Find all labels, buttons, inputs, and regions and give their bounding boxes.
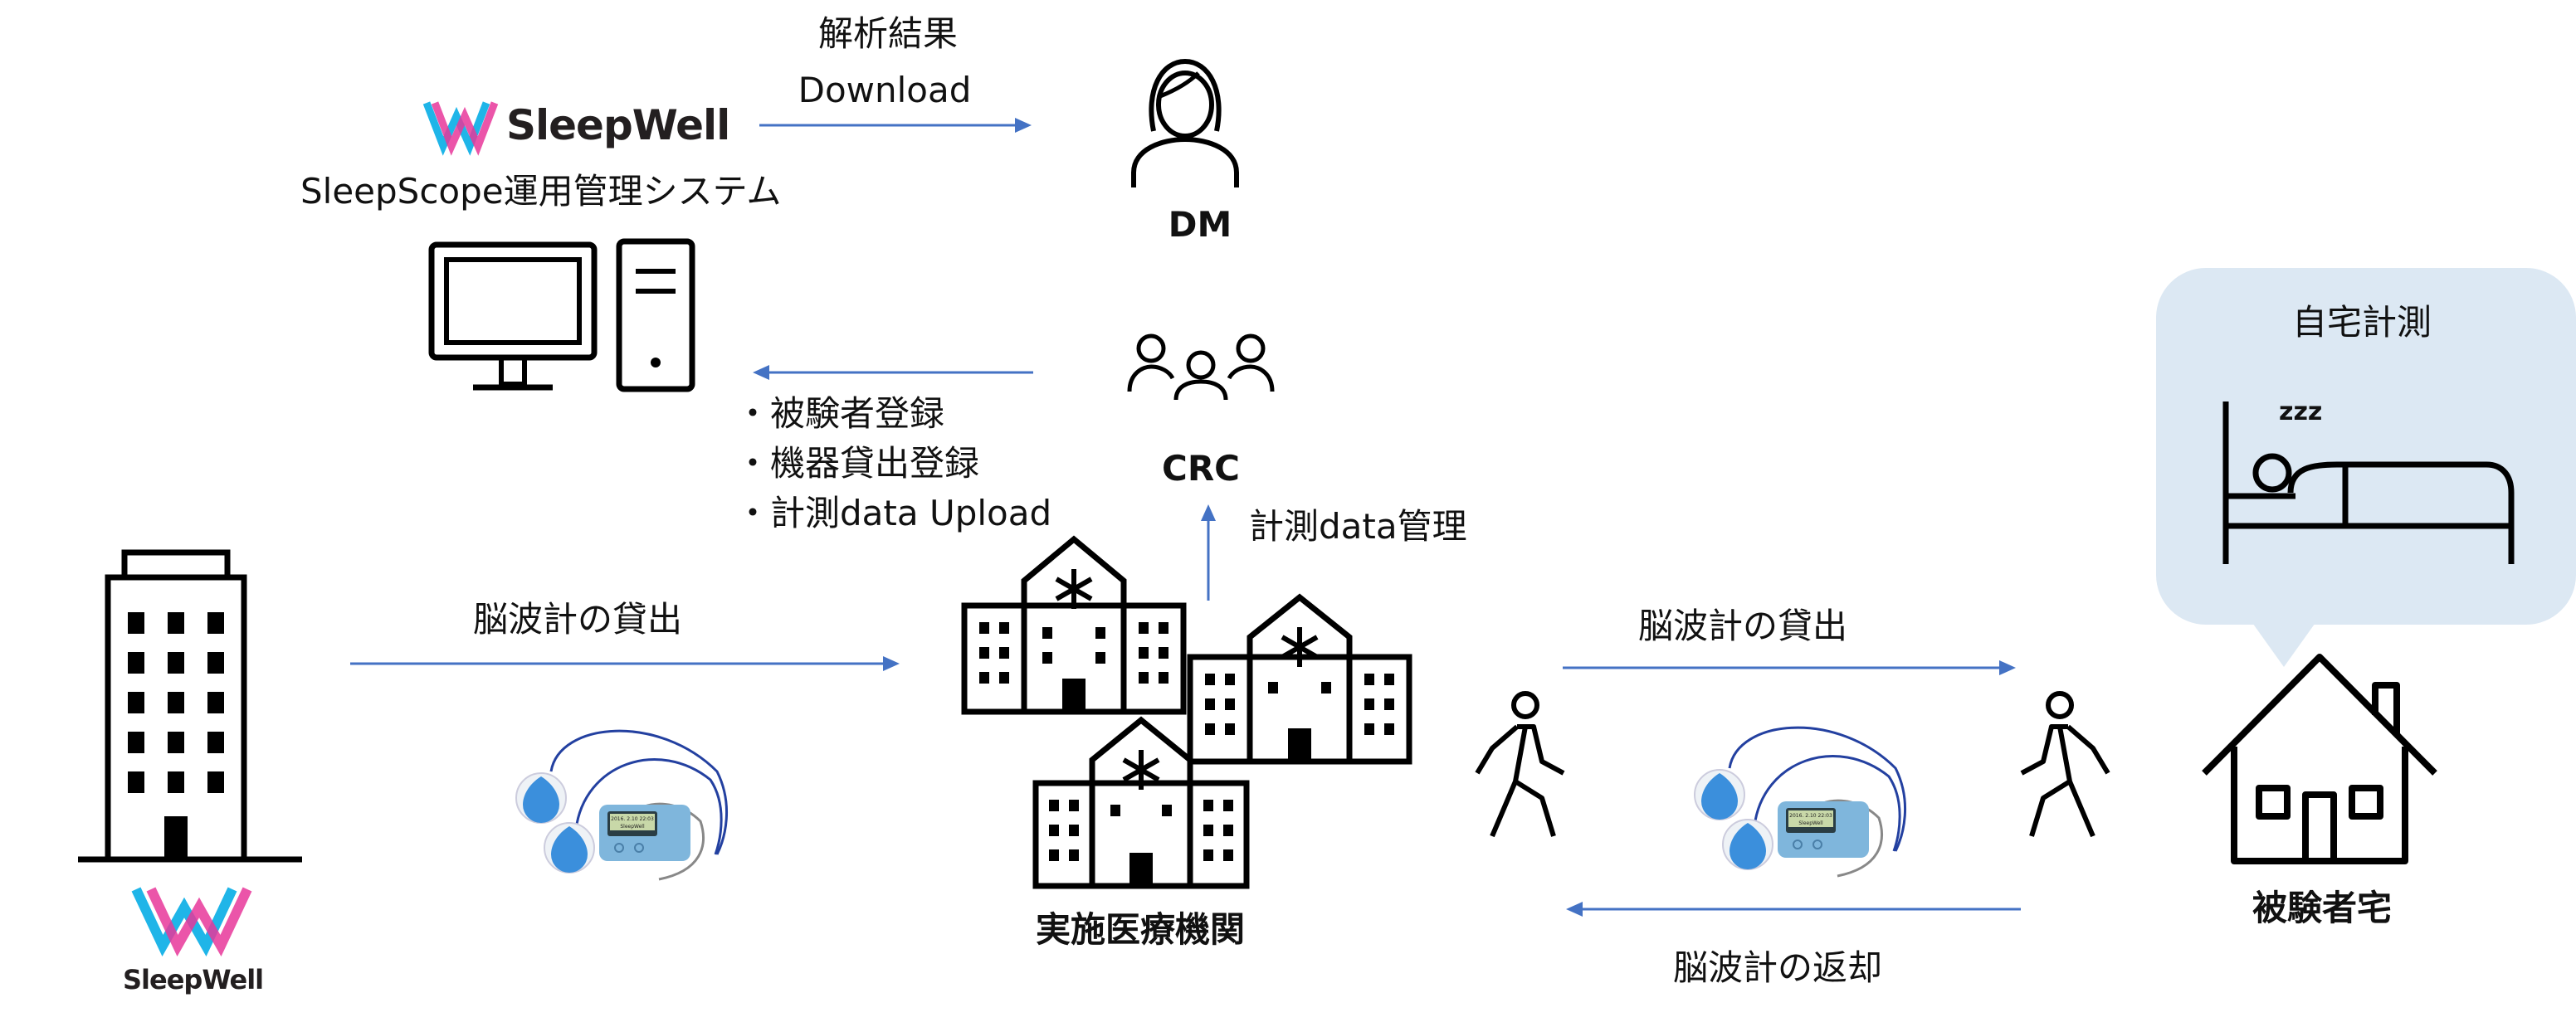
device-screen-line2: SleepWell [620, 824, 645, 830]
dm-person-icon [1131, 58, 1239, 187]
arrow-left-return [1566, 902, 2021, 917]
device-screen-line2: SleepWell [1798, 820, 1823, 826]
sleepwell-logo-top: SleepWell [422, 98, 730, 156]
monitor-icon [428, 241, 598, 391]
home-bubble-title: 自宅計測 [2291, 302, 2432, 343]
arrow-right-to-site [350, 656, 900, 671]
crc-manage-label: 計測data管理 [1249, 506, 1467, 547]
walking-person-icon [2020, 691, 2110, 838]
house-icon [2202, 654, 2437, 864]
crc-group-icon [1127, 333, 1275, 401]
crc-task-1: ・被験者登録 [735, 393, 945, 434]
subject-home-label: 被験者宅 [2252, 888, 2393, 928]
return-label: 脳波計の返却 [1673, 947, 1883, 988]
bed-sleeping-icon [2222, 402, 2515, 564]
lend-to-site-label: 脳波計の貸出 [473, 599, 683, 640]
sleepwell-logo-bottom: SleepWell [116, 884, 274, 997]
hospital-icon [1187, 593, 1412, 765]
arrow-right-to-subject [1563, 660, 2016, 675]
eeg-device-image: 2016. 2.10 22:03 SleepWell [515, 729, 728, 881]
eeg-device-image: 2016. 2.10 22:03 SleepWell [1694, 726, 1906, 878]
device-screen-line1: 2016. 2.10 22:03 [1789, 813, 1832, 819]
crc-task-3: ・計測data Upload [735, 493, 1052, 533]
device-screen-line1: 2016. 2.10 22:03 [611, 816, 654, 822]
sleepwell-logo-text: SleepWell [506, 101, 730, 149]
hospital-icon [1032, 716, 1250, 889]
dm-label: DM [1168, 204, 1232, 245]
sleepwell-logo-mark [131, 887, 252, 957]
bubble-tail [2251, 620, 2317, 667]
system-title: SleepScope運用管理システム [300, 171, 782, 212]
site-label: 実施医療機関 [1035, 909, 1246, 950]
sleepwell-logo-mark [422, 101, 499, 156]
lend-to-subject-label: 脳波計の貸出 [1638, 606, 1848, 646]
arrow-right-download [759, 118, 1032, 133]
walking-person-icon [1475, 691, 1565, 838]
crc-task-2: ・機器貸出登録 [735, 443, 980, 484]
zzz-label: zzz [2279, 397, 2323, 426]
crc-label: CRC [1162, 448, 1240, 489]
pc-tower-icon [616, 238, 695, 392]
office-building-icon [78, 549, 302, 863]
sleepwell-logo-text: SleepWell [123, 964, 264, 995]
arrow-left-to-system [753, 365, 1033, 380]
download-label-1: 解析結果 [817, 13, 959, 54]
download-label-2: Download [798, 70, 972, 110]
arrow-up-to-crc [1201, 504, 1216, 601]
hospital-icon [961, 535, 1187, 715]
